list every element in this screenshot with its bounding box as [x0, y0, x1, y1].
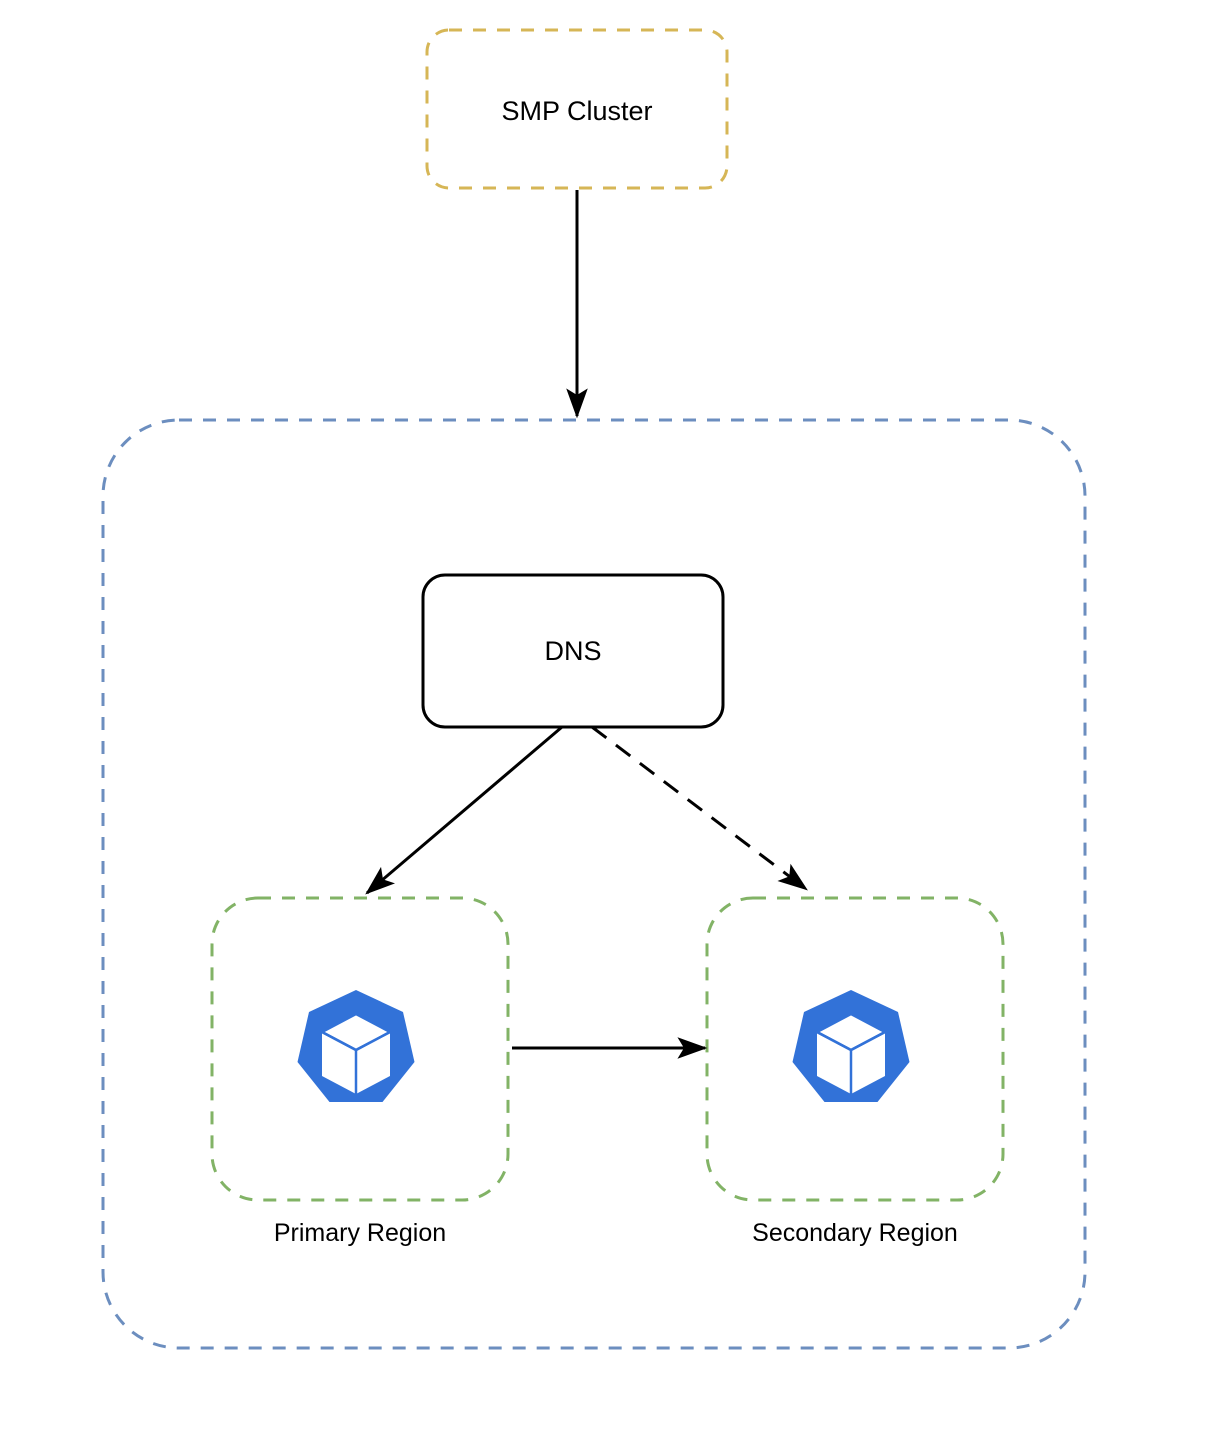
outer-zone-boundary[interactable] — [101, 418, 1087, 1350]
kubernetes-icon[interactable] — [297, 990, 415, 1102]
edge-dns-to-secondary[interactable] — [591, 725, 808, 891]
smp-cluster-node[interactable] — [427, 30, 727, 188]
primary-region-boundary[interactable] — [210, 896, 510, 1202]
dns-node[interactable] — [423, 575, 723, 727]
secondary-kubernetes-icon[interactable] — [787, 988, 915, 1112]
edge-dns-to-primary[interactable] — [365, 725, 563, 895]
smp-cluster-boundary[interactable] — [425, 28, 729, 190]
primary-kubernetes-icon[interactable] — [292, 988, 420, 1112]
kubernetes-icon[interactable] — [792, 990, 910, 1102]
dns-box[interactable] — [421, 573, 725, 729]
